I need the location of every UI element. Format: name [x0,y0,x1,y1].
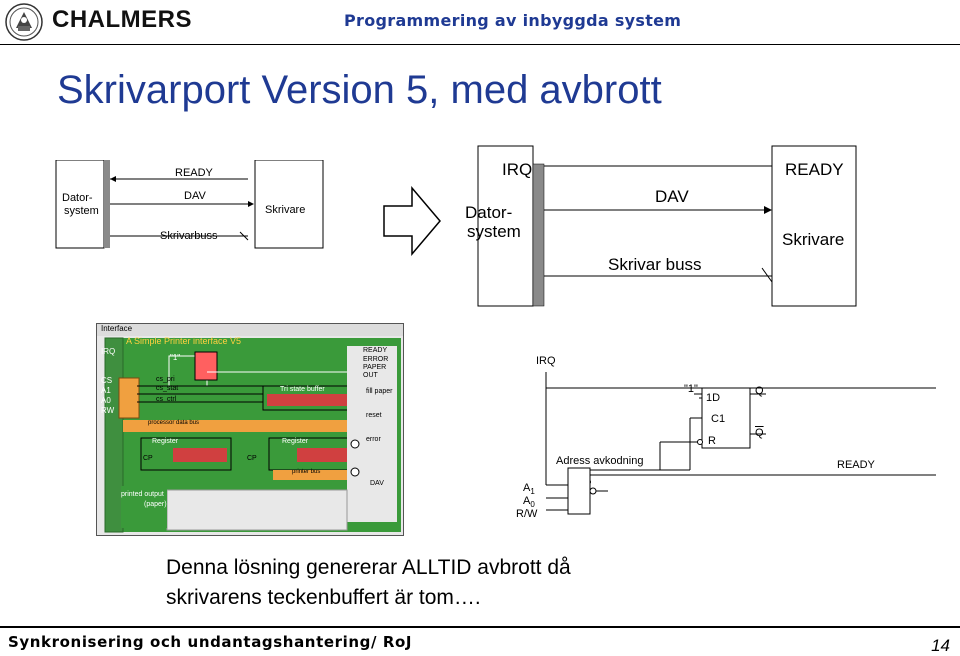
interface-dav: DAV [370,480,384,487]
small-ready-label: READY [175,167,213,179]
slide-title: Skrivarport Version 5, med avbrott [57,68,662,112]
big-computer-label-2: system [467,222,521,241]
interface-cp-2: CP [247,455,257,462]
interface-fill-paper[interactable]: fill paper [366,388,393,395]
caption-line-1: Denna lösning genererar ALLTID avbrott d… [166,556,571,579]
interface-reset[interactable]: reset [366,412,382,419]
big-diagram [476,144,956,309]
interface-rw: RW [101,406,115,415]
logic-decode-label: Adress avkodning [556,455,644,467]
interface-cs-stat: cs_stat [156,385,179,392]
big-computer-label-1: Dator- [465,203,513,222]
transform-arrow [382,185,442,257]
footer-rule [0,626,960,628]
interface-cs-ctrl: cs_ctrl [156,396,177,403]
interface-heading: A Simple Printer interface V5 [126,336,242,346]
big-printer-label: Skrivare [782,230,845,249]
interface-status-error: ERROR [363,356,389,363]
interface-cp-1: CP [143,455,153,462]
interface-output-2: (paper) [144,501,167,508]
big-ready-label: READY [785,160,844,179]
small-printer-label: Skrivare [265,204,306,216]
interface-output-1: printed output [121,491,164,498]
interface-error[interactable]: error [366,436,381,443]
logic-ready: READY [837,459,875,471]
course-title: Programmering av inbyggda system [344,11,682,30]
interface-panel [96,323,404,536]
logic-circuit [516,360,956,525]
interface-tristate: Tri state buffer [280,386,325,393]
caption-line-2: skrivarens teckenbuffert är tom…. [166,586,481,609]
interface-irq: IRQ [101,347,116,356]
interface-window-title: Interface [101,324,133,333]
footer-text: Synkronisering och undantagshantering/ R… [8,633,413,651]
interface-status-paper: PAPER [363,364,387,371]
chalmers-logo [4,2,44,42]
interface-a0: A0 [101,396,111,405]
logic-irq: IRQ [536,355,556,367]
logic-1d: 1D [706,392,721,404]
logic-c1: C1 [711,413,726,425]
interface-a1: A1 [101,386,111,395]
small-diagram [50,159,325,250]
logic-r: R [708,435,716,447]
small-dav-label: DAV [184,190,206,202]
logic-one: "1" [684,383,698,395]
big-dav-label: DAV [655,187,689,206]
small-computer-label-1: Dator- [62,192,93,204]
logic-a0: A0 [523,495,535,510]
logic-a1: A1 [523,482,535,497]
interface-status-ready: READY [363,347,388,354]
small-computer-label-2: system [64,205,99,217]
interface-printer-bus: printer bus [292,469,321,475]
interface-cs-pri: cs_pri [156,376,175,383]
interface-register-1: Register [152,438,179,445]
logic-qbar: Q [755,427,764,439]
small-bus-label: Skrivarbuss [160,230,218,242]
interface-status-out: OUT [363,372,378,379]
interface-quote-one: "1" [170,353,181,362]
logic-q: Q [755,385,764,397]
interface-register-2: Register [282,438,309,445]
logic-rw: R/W [516,508,538,520]
brand-name: CHALMERS [52,6,192,33]
interface-cs: CS [101,376,113,385]
header-rule [0,44,960,45]
big-bus-label: Skrivar buss [608,255,702,274]
page-number: 14 [931,636,950,655]
interface-data-bus: processor data bus [148,420,200,426]
big-irq-label: IRQ [502,160,533,179]
